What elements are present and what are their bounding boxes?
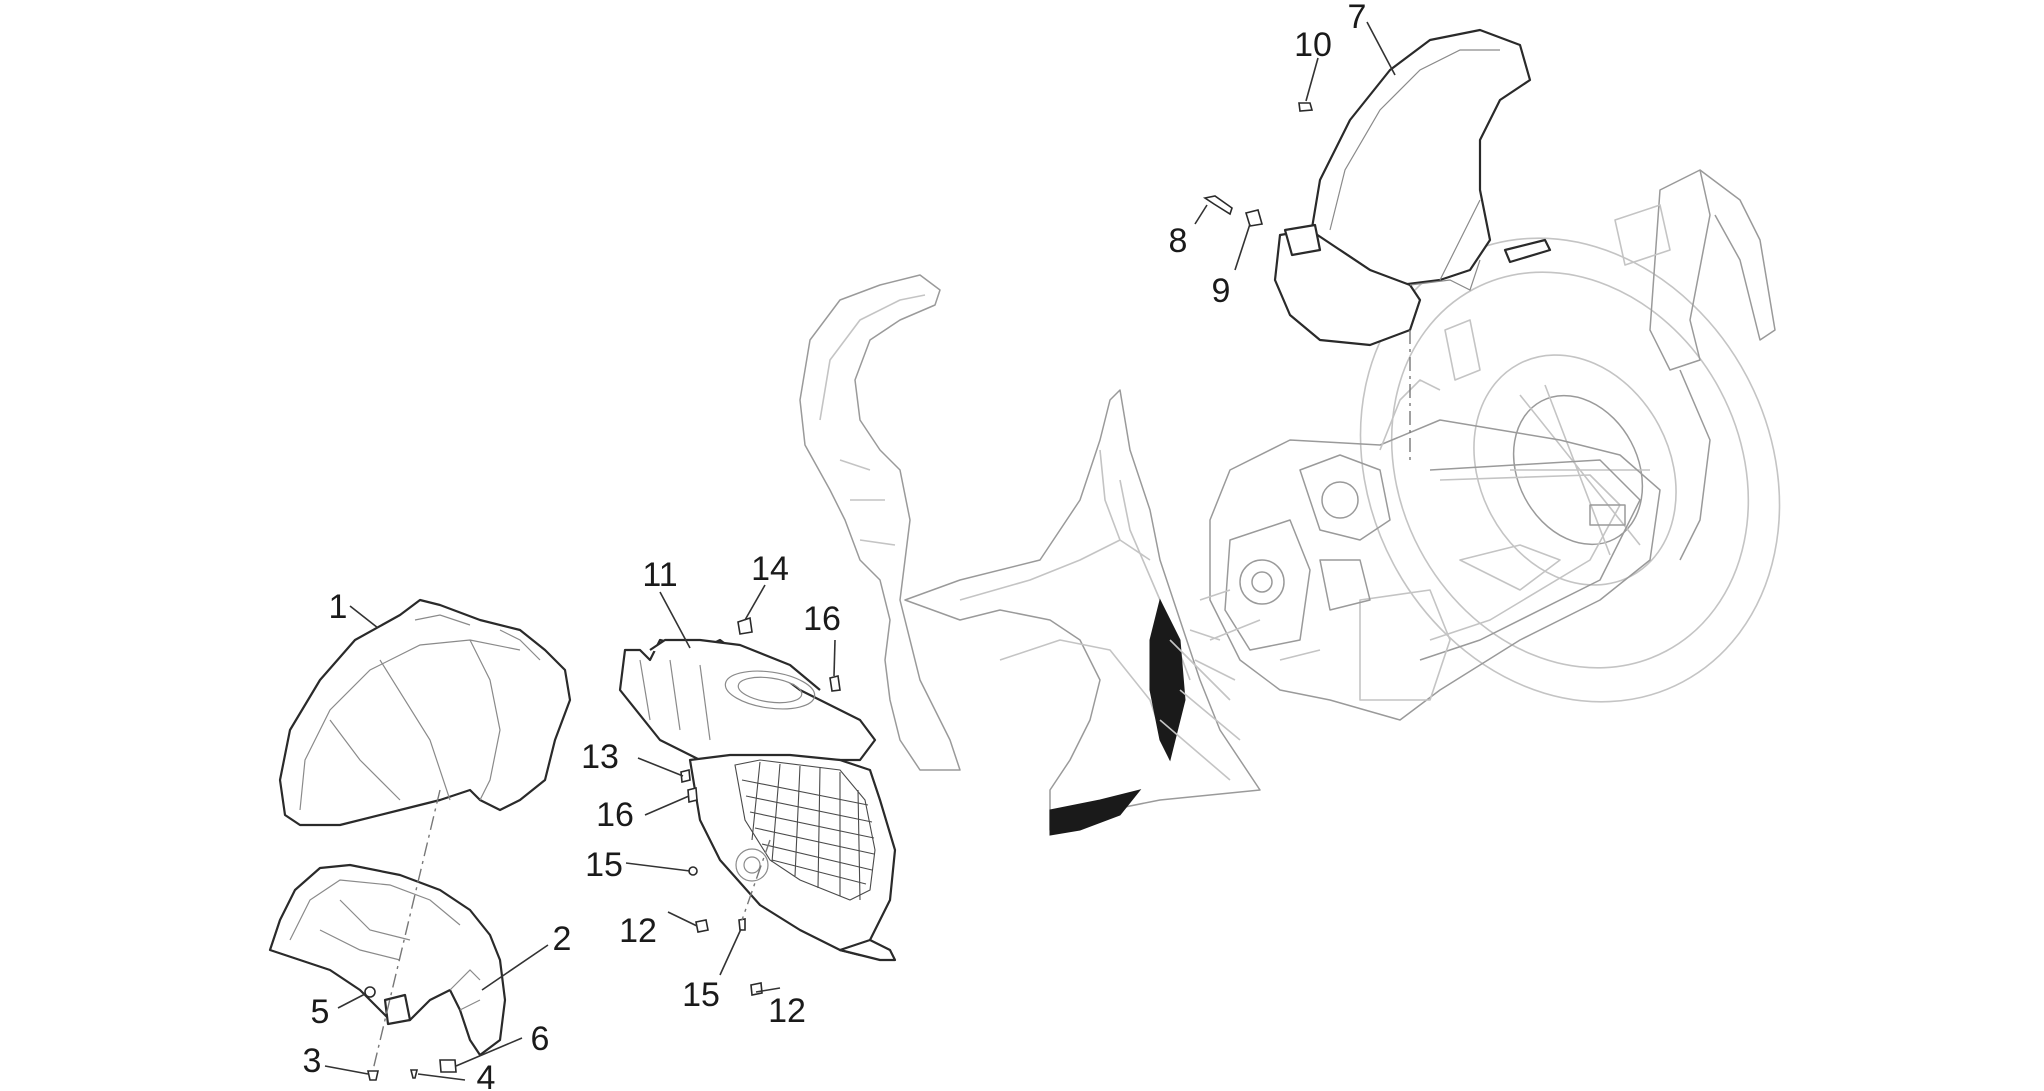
callout-7: 7 [1348,0,1367,36]
callout-14: 14 [751,550,789,588]
callout-labels: 1 2 3 4 5 6 7 8 9 10 11 12 12 13 14 15 1… [303,0,1367,1091]
callout-9: 9 [1212,272,1231,310]
part-2-inner-mudguard [268,863,507,1057]
engine-frame-assembly [1199,169,1781,721]
callout-10: 10 [1294,26,1332,64]
callout-3: 3 [303,1042,322,1080]
callout-1: 1 [329,588,348,626]
callout-11: 11 [642,556,677,594]
callout-15a: 15 [585,846,623,884]
callout-15b: 15 [682,976,720,1014]
callout-8: 8 [1169,222,1188,260]
callout-13: 13 [581,738,619,776]
part-7-rear-mudguard [1273,28,1552,347]
callout-5: 5 [311,993,330,1031]
part-11-front-duct [618,638,897,962]
hardware-parts [364,102,1314,1081]
callout-16b: 16 [596,796,634,834]
callout-6: 6 [531,1020,550,1058]
grille-mesh [734,759,876,901]
part-1-front-mudguard [278,598,572,827]
callout-12b: 12 [768,992,806,1030]
callout-2: 2 [553,920,572,958]
callout-12a: 12 [619,912,657,950]
callout-4: 4 [477,1059,496,1091]
front-shield-body [799,274,1261,836]
callout-16a: 16 [803,600,841,638]
assembly-lines [372,330,1411,1071]
leader-lines [324,21,1396,1081]
